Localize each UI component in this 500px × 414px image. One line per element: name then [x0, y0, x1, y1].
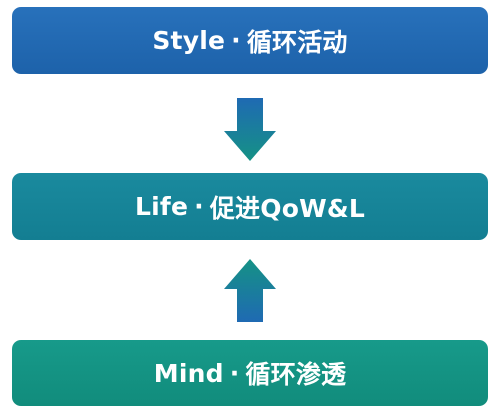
- mind-separator: ·: [229, 358, 240, 388]
- life-label: Life: [135, 192, 189, 221]
- mind-label: Mind: [153, 358, 224, 388]
- mind-box: Mind · 循环渗透: [12, 340, 488, 406]
- style-box: Style · 循环活动: [12, 7, 488, 74]
- style-separator: ·: [231, 26, 241, 55]
- style-label: Style: [152, 26, 226, 55]
- life-box: Life · 促进QoW&L: [12, 173, 488, 240]
- mind-description: 循环渗透: [245, 360, 347, 389]
- style-description: 循环活动: [246, 27, 348, 57]
- up-arrow-icon: [224, 259, 276, 322]
- down-arrow-icon: [224, 98, 276, 161]
- life-separator: ·: [194, 192, 204, 221]
- life-description: 促进QoW&L: [209, 193, 365, 223]
